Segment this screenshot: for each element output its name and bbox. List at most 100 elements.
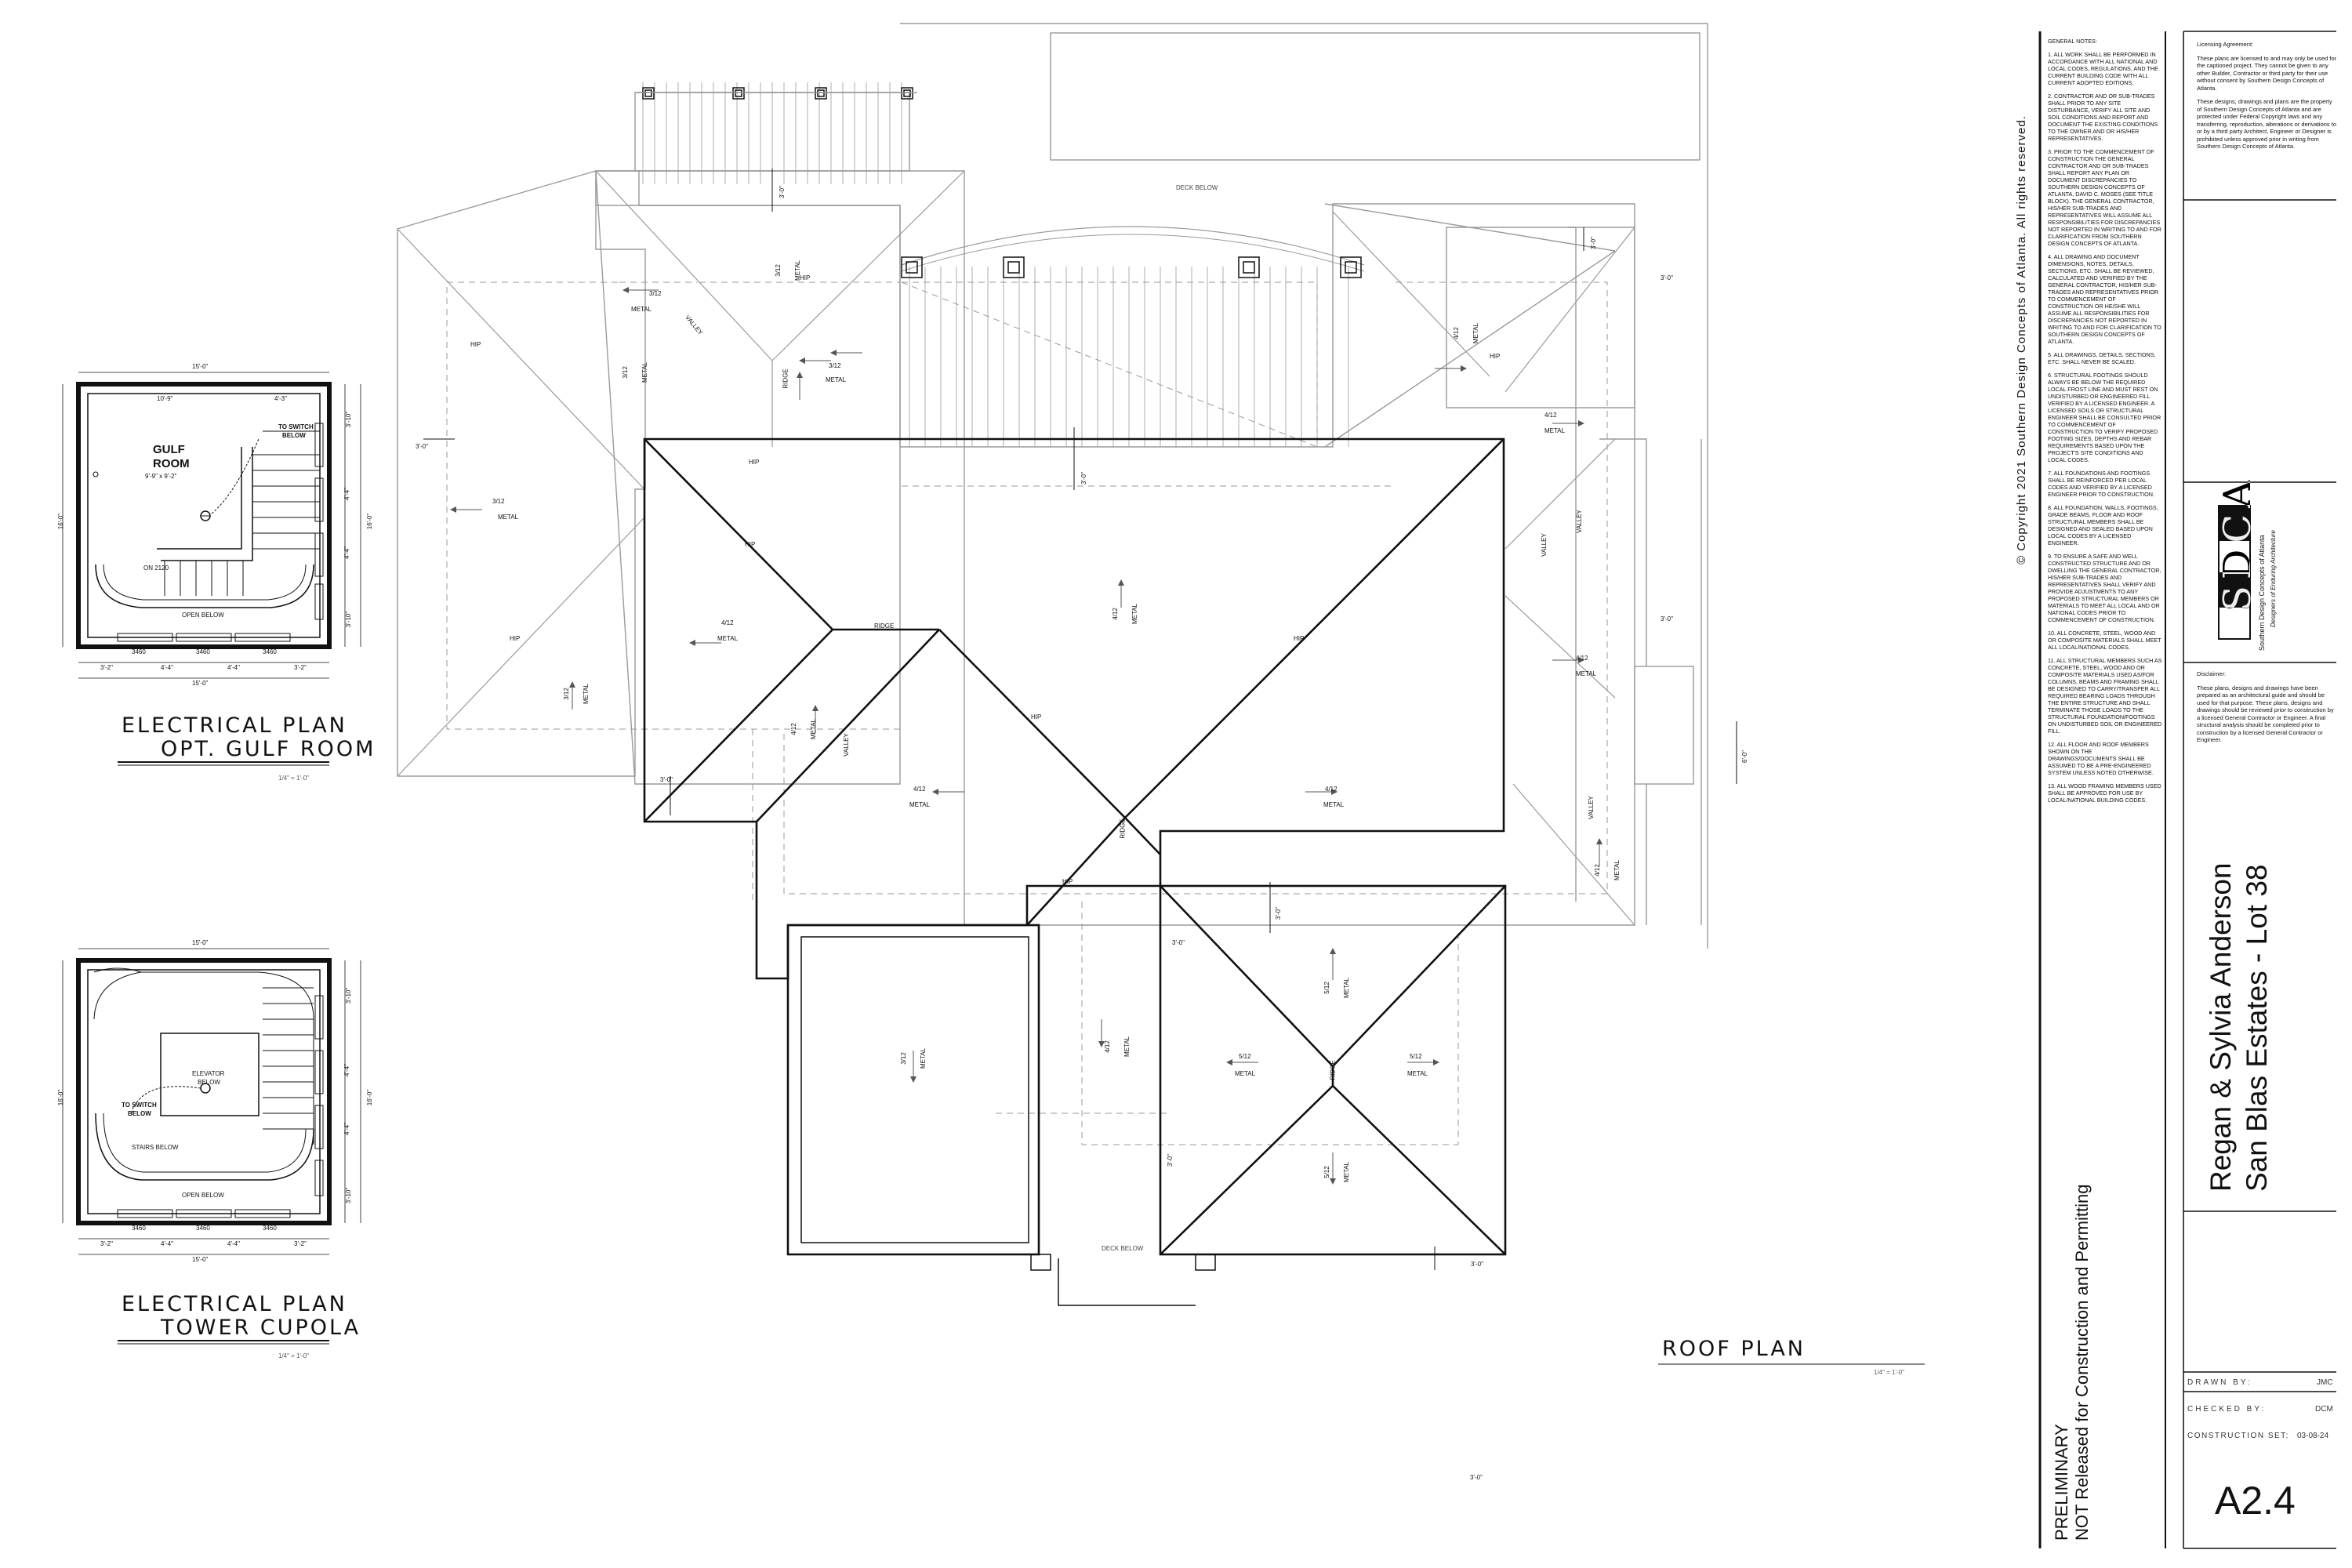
pitch-3-top: 3/12 [774, 264, 782, 277]
note-4: 4. ALL DRAWING AND DOCUMENT DIMENSIONS, … [2048, 253, 2161, 345]
gulf-win-0: 3460 [132, 648, 146, 655]
cupola-dim-r2: 4'-4" [343, 1123, 350, 1135]
project-client: Regan & Sylvia Anderson [2205, 862, 2237, 1192]
note-11: 11. ALL STRUCTURAL MEMBERS SUCH AS CONCR… [2048, 657, 2162, 735]
main-roof-outline [643, 437, 1507, 1256]
cupola-plan-title-2: TOWER CUPOLA [161, 1316, 361, 1340]
pitch-4-e: 4/12 [1576, 655, 1588, 662]
cupola-win-0: 3460 [132, 1225, 146, 1232]
logo-line-1: Southern Design Concepts of Atlanta [2258, 535, 2266, 651]
metal-3-sw: METAL [583, 683, 590, 705]
overhang-dim-4: 3'-0" [1661, 274, 1673, 281]
sheet-number: A2.4 [2215, 1479, 2296, 1523]
roof-plan-scale: 1/4" = 1'-0" [1874, 1369, 1905, 1376]
licensing-heading: Licensing Agreement: [2197, 41, 2254, 48]
overhang-dim-12: 3'-0" [1166, 1154, 1174, 1167]
pitch-3-nw2: 3/12 [621, 366, 629, 379]
gulf-win-1: 3460 [196, 648, 210, 655]
licensing-agreement: Licensing Agreement: These plans are lic… [2197, 41, 2338, 157]
hip-label-7: HIP [800, 274, 811, 281]
cupola-dim-bottom: 15'-0" [192, 1256, 209, 1263]
status-preliminary: PRELIMINARY [2052, 1424, 2071, 1541]
metal-3-garage: METAL [920, 1047, 927, 1069]
logo-line-2: Designers of Enduring Architecture [2270, 530, 2277, 627]
checked-by-value: DCM [2315, 1405, 2333, 1414]
gulf-dim-b0: 3'-2" [100, 664, 113, 671]
gulf-to-switch: TO SWITCH [278, 423, 314, 430]
title-underlines [118, 761, 1925, 1365]
drawn-by-label: DRAWN BY: [2187, 1378, 2252, 1387]
gulf-plan-title-2: OPT. GULF ROOM [161, 737, 376, 761]
cupola-open-below: OPEN BELOW [182, 1192, 224, 1199]
overhang-dim-3: 3'-0" [1661, 615, 1673, 622]
note-10: 10. ALL CONCRETE, STEEL, WOOD AND OR COM… [2048, 630, 2161, 651]
hip-label-2: HIP [1294, 635, 1305, 642]
overhang-dim-9: 3'-0" [1274, 907, 1282, 920]
gulf-room-name-2: ROOM [153, 457, 190, 470]
hip-label-3: HIP [1031, 713, 1042, 720]
deck-below-bottom-label: DECK BELOW [1102, 1245, 1144, 1252]
gulf-plan-title-1: ELECTRICAL PLAN [122, 713, 347, 738]
pitch-4-ee: 4/12 [1593, 864, 1601, 877]
pitch-5-n: 5/12 [1323, 982, 1330, 994]
disclaimer-heading: Disclaimer: [2197, 670, 2227, 677]
disclaimer: Disclaimer: These plans, designs and dra… [2197, 670, 2338, 750]
cupola-dim-r0: 3'-10" [345, 987, 353, 1004]
roof-plan [397, 23, 1737, 1306]
note-5: 5. ALL DRAWINGS, DETAILS, SECTIONS, ETC.… [2048, 351, 2156, 365]
overhang-dim-8: 3'-0" [1080, 472, 1087, 485]
licensing-p1: These plans are licensed to and may only… [2197, 54, 2337, 92]
pitch-4-sc: 4/12 [913, 786, 926, 793]
ridge-label-wing: RIDGE [782, 368, 789, 389]
metal-5-s: METAL [1343, 1161, 1351, 1183]
disclaimer-text: These plans, designs and drawings have b… [2197, 684, 2334, 744]
cupola-dim-r1: 4'-4" [343, 1064, 350, 1076]
construction-set-label: CONSTRUCTION SET: [2187, 1432, 2289, 1440]
metal-3-nw2: METAL [641, 361, 649, 383]
pitch-3-left: 3/12 [492, 498, 505, 505]
cupola-dim-side-r: 16'-0" [366, 1089, 374, 1106]
gulf-dim-b2: 4'-4" [227, 664, 240, 671]
cupola-dim-b3: 3'-2" [294, 1240, 307, 1247]
cupola-below: BELOW [128, 1110, 151, 1117]
gulf-win-2: 3460 [263, 648, 277, 655]
cupola-dim-side: 16'-0" [57, 1089, 65, 1106]
gulf-room-size: 9'-9" x 9'-2" [145, 473, 177, 480]
pitch-3-nw: 3/12 [649, 290, 662, 297]
hip-label-9: HIP [749, 459, 760, 466]
metal-5-n: METAL [1343, 977, 1351, 999]
hip-label-4: HIP [1062, 878, 1073, 885]
cupola-win-1: 3460 [196, 1225, 210, 1232]
gulf-dim-b1: 4'-4" [161, 664, 173, 671]
overhang-dim-6: 3'-0" [1471, 1261, 1483, 1268]
note-6: 6. STRUCTURAL FOOTINGS SHOULD ALWAYS BE … [2048, 372, 2161, 463]
gulf-plan-scale: 1/4" = 1'-0" [278, 775, 310, 782]
project-site: San Blas Estates - Lot 38 [2241, 864, 2273, 1192]
cupola-plan-scale: 1/4" = 1'-0" [278, 1352, 310, 1359]
cupola-dim-r3: 3'-10" [345, 1187, 353, 1204]
note-8: 8. ALL FOUNDATION, WALLS, FOOTINGS, GRAD… [2048, 504, 2158, 546]
valley-label-4: VALLEY [1587, 796, 1595, 819]
hip-label-1: HIP [745, 541, 756, 548]
metal-3-top: METAL [794, 260, 802, 281]
pitch-4-se: 4/12 [1325, 786, 1338, 793]
pitch-4-left: 4/12 [721, 619, 734, 626]
drawn-by-value: JMC [2317, 1378, 2333, 1387]
gulf-dim-side-r: 16'-0" [366, 513, 374, 530]
hip-label-5: HIP [510, 635, 521, 642]
pitch-arrows [450, 287, 1602, 1185]
copyright-notice: © Copyright 2021 Southern Design Concept… [2015, 115, 2028, 564]
metal-4-left: METAL [717, 635, 739, 642]
gulf-room-plan [62, 372, 361, 679]
metal-4-e: METAL [1576, 670, 1597, 677]
metal-4-ee: METAL [1613, 859, 1621, 881]
overhang-dim-10: 3'-0" [1470, 1474, 1483, 1481]
cupola-elevator-below: BELOW [198, 1079, 220, 1086]
metal-4-se: METAL [1323, 801, 1345, 808]
note-1: 1. ALL WORK SHALL BE PERFORMED IN ACCORD… [2048, 51, 2158, 86]
note-7: 7. ALL FOUNDATIONS AND FOOTINGS SHALL BE… [2048, 470, 2154, 498]
overhang-dim-1: 3'-0" [416, 443, 428, 450]
metal-4-center: METAL [1131, 603, 1139, 625]
gulf-below: BELOW [282, 432, 306, 439]
pitch-4-ne: 4/12 [1544, 412, 1557, 419]
